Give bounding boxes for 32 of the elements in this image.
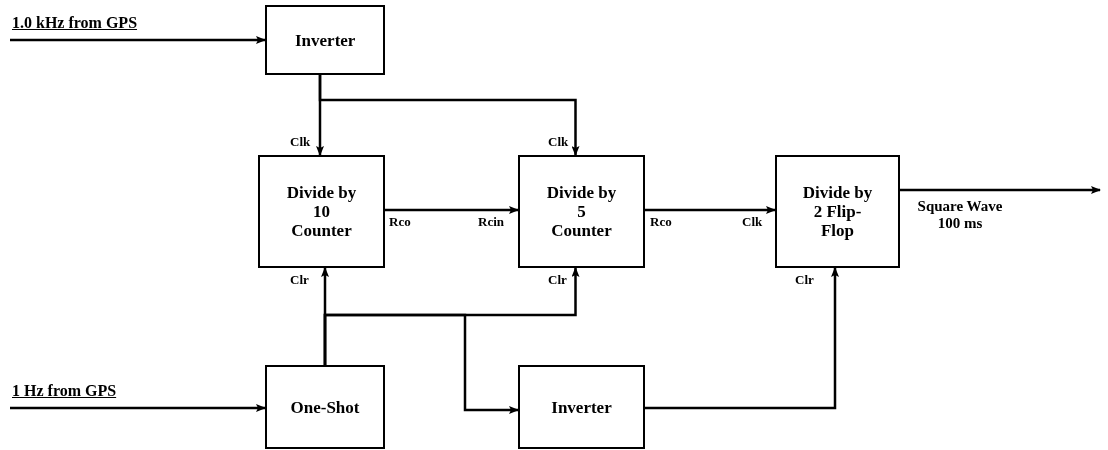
pin-label: Clr bbox=[548, 272, 567, 288]
arrow bbox=[323, 313, 519, 414]
process-box bbox=[258, 155, 385, 268]
box-label: Inverter bbox=[550, 397, 613, 417]
process-box bbox=[265, 365, 385, 449]
pin-label: Clk bbox=[742, 214, 763, 230]
box-label: Divide by 5 Counter bbox=[545, 183, 618, 240]
pin-label: Rco bbox=[389, 214, 411, 230]
box-label: Inverter bbox=[295, 30, 355, 50]
process-box bbox=[518, 365, 645, 449]
box-label: One-Shot bbox=[289, 397, 361, 417]
arrow bbox=[385, 206, 519, 214]
arrow bbox=[900, 186, 1101, 194]
box-label: Divide by 10 Counter bbox=[285, 183, 358, 240]
pin-label: Clr bbox=[290, 272, 309, 288]
arrow bbox=[645, 206, 776, 214]
arrow bbox=[10, 404, 266, 412]
pin-label: Rcin bbox=[478, 214, 504, 230]
edge-label: Square Wave 100 ms bbox=[916, 198, 1004, 232]
pin-label: Clk bbox=[548, 134, 569, 150]
pin-label: Rco bbox=[650, 214, 672, 230]
box-label: Divide by 2 Flip-Flop bbox=[801, 183, 874, 240]
arrow bbox=[318, 75, 580, 156]
process-box bbox=[518, 155, 645, 268]
arrow bbox=[645, 267, 839, 410]
process-box bbox=[775, 155, 900, 268]
edge-label: 1 Hz from GPS bbox=[12, 382, 117, 400]
pin-label: Clr bbox=[795, 272, 814, 288]
arrow bbox=[10, 36, 266, 44]
pin-label: Clk bbox=[290, 134, 311, 150]
edge-label: 1.0 kHz from GPS bbox=[12, 14, 138, 32]
process-box bbox=[265, 5, 385, 75]
